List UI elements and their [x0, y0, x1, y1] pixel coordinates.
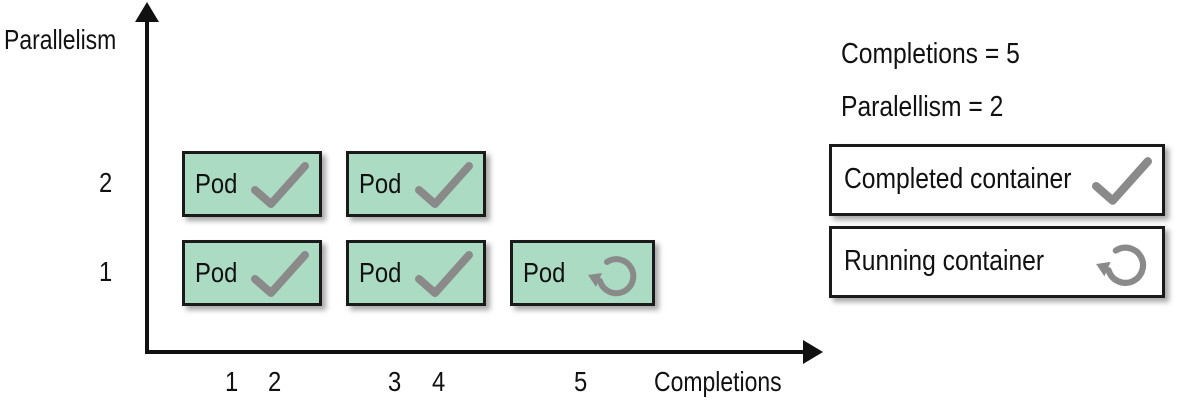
pod-row2-col1: Pod [182, 151, 322, 217]
pod-row2-col2: Pod [346, 151, 486, 217]
pod-label: Pod [195, 257, 238, 288]
pod-row1-col2: Pod [346, 240, 486, 306]
pod-row1-col3-running: Pod [510, 240, 655, 306]
x-axis-label: Completions [654, 366, 782, 397]
checkmark-icon [415, 162, 473, 208]
y-tick-1: 1 [99, 256, 113, 287]
checkmark-icon [1092, 157, 1152, 205]
x-axis-arrowhead [803, 340, 823, 364]
y-tick-2: 2 [99, 167, 113, 198]
pod-row1-col1: Pod [182, 240, 322, 306]
completions-info: Completions = 5 [841, 38, 1020, 70]
circular-arrow-icon [1096, 244, 1147, 286]
pod-label: Pod [359, 168, 402, 199]
legend-running-label: Running container [844, 245, 1045, 277]
y-axis-label: Parallelism [4, 24, 117, 55]
checkmark-icon [415, 251, 473, 297]
checkmark-icon [251, 251, 309, 297]
pod-label: Pod [523, 257, 566, 288]
checkmark-icon [251, 162, 309, 208]
x-tick-1: 1 [225, 366, 239, 397]
x-tick-3: 3 [388, 366, 402, 397]
pod-label: Pod [195, 168, 238, 199]
y-axis-arrowhead [135, 2, 159, 22]
legend-completed-label: Completed container [844, 163, 1072, 195]
legend-running: Running container [829, 226, 1165, 298]
x-tick-4: 4 [432, 366, 446, 397]
legend-completed: Completed container [829, 144, 1165, 216]
pod-label: Pod [359, 257, 402, 288]
x-tick-5: 5 [574, 366, 588, 397]
x-tick-2: 2 [268, 366, 282, 397]
circular-arrow-icon [588, 256, 637, 297]
parallelism-info: Paralellism = 2 [841, 91, 1004, 123]
